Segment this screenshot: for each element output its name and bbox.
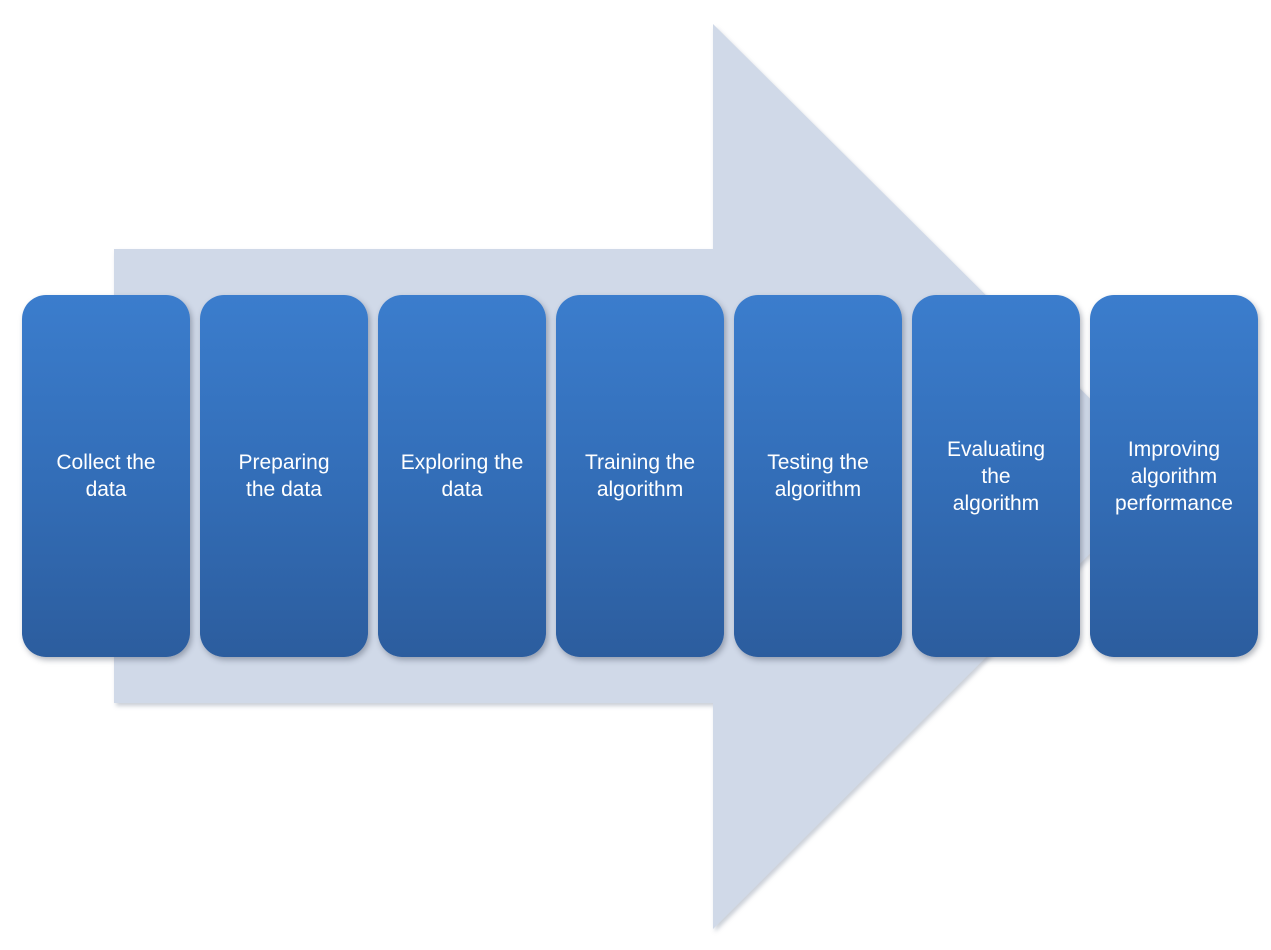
step-evaluating-algorithm: Evaluating the algorithm bbox=[912, 295, 1080, 657]
step-testing-algorithm: Testing the algorithm bbox=[734, 295, 902, 657]
step-label: Testing the algorithm bbox=[767, 451, 869, 501]
step-label: Preparing the data bbox=[238, 451, 330, 501]
step-improving-performance: Improving algorithm performance bbox=[1090, 295, 1258, 657]
step-exploring-data: Exploring the data bbox=[378, 295, 546, 657]
process-steps: Collect the data Preparing the data Expl… bbox=[22, 295, 1258, 657]
step-training-algorithm: Training the algorithm bbox=[556, 295, 724, 657]
step-label: Evaluating the algorithm bbox=[946, 437, 1046, 515]
step-collect-data: Collect the data bbox=[22, 295, 190, 657]
step-preparing-data: Preparing the data bbox=[200, 295, 368, 657]
step-label: Training the algorithm bbox=[584, 451, 696, 501]
step-label: Exploring the data bbox=[400, 451, 524, 501]
step-label: Collect the data bbox=[56, 451, 156, 501]
step-label: Improving algorithm performance bbox=[1115, 437, 1233, 515]
